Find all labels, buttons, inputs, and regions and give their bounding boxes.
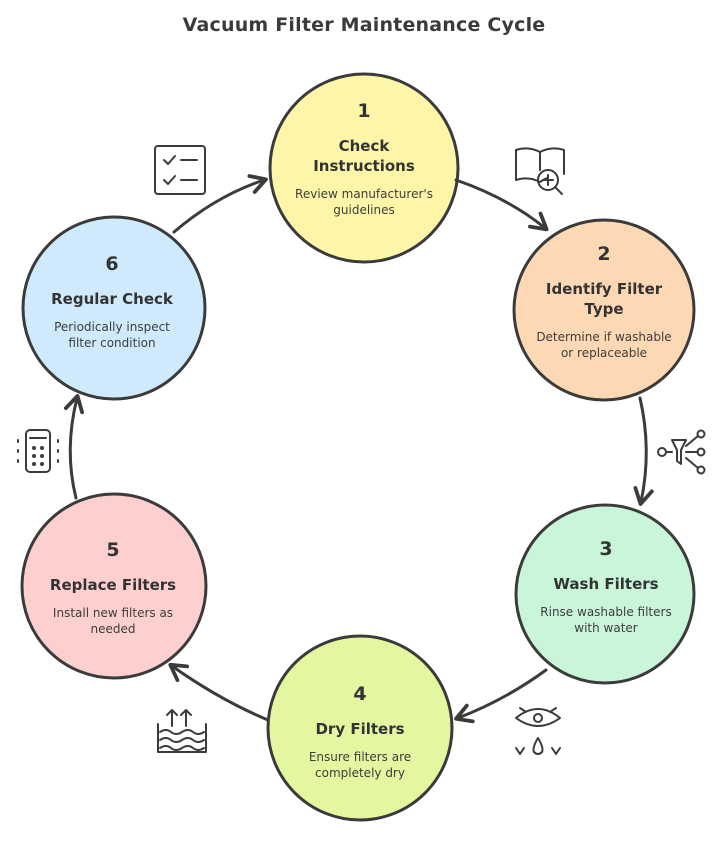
step-number: 3 (599, 538, 613, 560)
arrow-4-to-5 (168, 662, 270, 722)
step-4-circle (266, 634, 454, 822)
step-heading: Wash Filters (553, 575, 659, 593)
step-number: 5 (106, 539, 120, 561)
step-number: 4 (353, 683, 367, 705)
step-1: 1 Check Instructions Review manufacturer… (279, 100, 449, 218)
step-1-circle (268, 72, 460, 264)
step-5-circle (20, 492, 208, 680)
arrow-6-to-1 (172, 174, 268, 234)
eye-drop-icon (515, 707, 561, 755)
step-description: Install new filters as needed (52, 606, 174, 636)
evaporation-icon (157, 709, 207, 753)
step-2-circle (512, 218, 696, 402)
step-description: Review manufacturer's guidelines (295, 187, 433, 217)
manual-search-icon (515, 147, 565, 195)
diagram-title: Vacuum Filter Maintenance Cycle (182, 14, 546, 36)
arrow-3-to-4 (454, 668, 548, 724)
step-number: 6 (105, 253, 119, 275)
step-description: Periodically inspect filter condition (54, 320, 170, 350)
step-6-circle (21, 215, 207, 401)
step-3: 3 Wash Filters Rinse washable filters wi… (521, 538, 691, 636)
step-4: 4 Dry Filters Ensure filters are complet… (275, 683, 445, 781)
step-description: Ensure filters are completely dry (308, 750, 412, 780)
air-purifier-icon (17, 429, 59, 473)
step-description: Determine if washable or replaceable (536, 330, 672, 360)
filter-branch-icon (657, 429, 706, 475)
step-number: 2 (597, 243, 611, 265)
step-heading: Regular Check (51, 290, 173, 308)
step-heading: Identify Filter Type (545, 280, 663, 318)
step-3-circle (514, 503, 696, 685)
step-heading: Check Instructions (313, 137, 415, 175)
step-2: 2 Identify Filter Type Determine if wash… (519, 243, 689, 361)
step-description: Rinse washable filters with water (540, 605, 672, 635)
arrow-2-to-3 (633, 396, 654, 506)
arrow-1-to-2 (454, 178, 549, 232)
step-heading: Dry Filters (315, 720, 405, 738)
step-6: 6 Regular Check Periodically inspect fil… (27, 253, 197, 351)
step-number: 1 (357, 100, 371, 122)
step-5: 5 Replace Filters Install new filters as… (28, 539, 198, 637)
step-heading: Replace Filters (49, 576, 177, 594)
arrow-5-to-6 (63, 394, 84, 500)
checklist-icon (154, 145, 206, 195)
